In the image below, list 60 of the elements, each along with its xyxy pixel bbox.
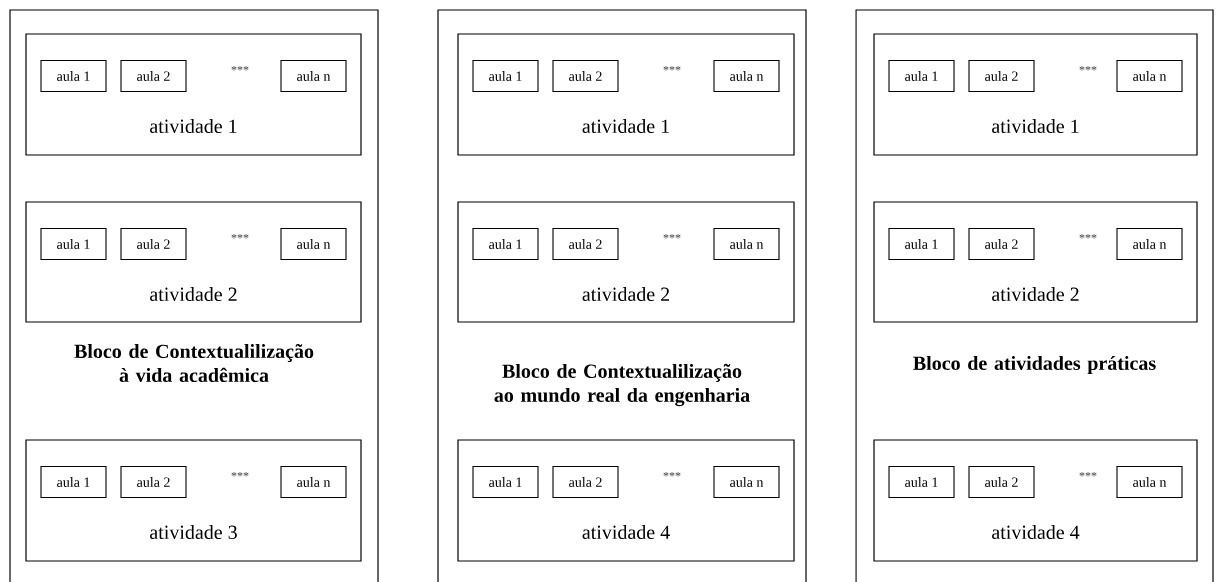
lesson-box: aula 1: [40, 59, 107, 93]
activity-box: [457, 33, 795, 156]
block-frame: [9, 9, 379, 582]
block-heading: Bloco de Contextualilização ao mundo real da engenharia: [494, 363, 750, 407]
lesson-box: aula n: [713, 465, 780, 499]
lesson-box: aula 1: [888, 465, 955, 499]
activity-label: atividade 2: [992, 286, 1079, 302]
lesson-box: aula 2: [552, 59, 619, 93]
block-frame: [437, 9, 807, 582]
lesson-box: aula 1: [888, 59, 955, 93]
ellipsis-mark: ***: [663, 472, 681, 477]
activity-box: [873, 201, 1198, 323]
lesson-box: aula n: [1116, 465, 1183, 499]
activity-label: atividade 4: [992, 524, 1080, 540]
lesson-box: aula 1: [472, 227, 539, 261]
activity-label: atividade 3: [150, 524, 237, 540]
block-frame: [855, 9, 1214, 582]
lesson-box: aula n: [1116, 227, 1183, 261]
ellipsis-mark: ***: [1079, 234, 1097, 239]
lesson-box: aula 2: [552, 227, 619, 261]
lesson-box: aula n: [1116, 59, 1183, 93]
activity-box: [457, 201, 795, 323]
lesson-box: aula 2: [120, 227, 187, 261]
activity-label: atividade 2: [582, 286, 670, 302]
lesson-box: aula 2: [968, 59, 1035, 93]
ellipsis-mark: ***: [1079, 66, 1097, 71]
activity-box: [457, 439, 795, 562]
lesson-box: aula n: [280, 227, 347, 261]
ellipsis-mark: ***: [231, 66, 249, 71]
lesson-box: aula 2: [968, 465, 1035, 499]
block-heading: Bloco de atividades práticas: [913, 355, 1156, 375]
lesson-box: aula 2: [120, 59, 187, 93]
lesson-box: aula 1: [888, 227, 955, 261]
lesson-box: aula n: [280, 59, 347, 93]
lesson-box: aula 2: [120, 465, 187, 499]
activity-label: atividade 2: [150, 286, 237, 302]
lesson-box: aula n: [713, 227, 780, 261]
lesson-box: aula 1: [40, 227, 107, 261]
activity-box: [25, 33, 362, 156]
activity-label: atividade 4: [582, 524, 670, 540]
ellipsis-mark: ***: [231, 234, 249, 239]
lesson-box: aula 1: [40, 465, 107, 499]
lesson-box: aula n: [713, 59, 780, 93]
lesson-box: aula 2: [552, 465, 619, 499]
activity-label: atividade 1: [150, 118, 237, 134]
block-heading: Bloco de Contextualilização à vida acadêmica: [74, 343, 314, 383]
activity-box: [25, 201, 362, 323]
activity-box: [25, 439, 362, 562]
activity-box: [873, 33, 1198, 156]
lesson-box: aula 1: [472, 465, 539, 499]
lesson-box: aula 2: [968, 227, 1035, 261]
ellipsis-mark: ***: [663, 234, 681, 239]
activity-box: [873, 439, 1198, 562]
ellipsis-mark: ***: [663, 66, 681, 71]
ellipsis-mark: ***: [231, 472, 249, 477]
activity-label: atividade 1: [582, 118, 669, 134]
lesson-box: aula 1: [472, 59, 539, 93]
activity-label: atividade 1: [992, 118, 1079, 134]
ellipsis-mark: ***: [1079, 472, 1097, 477]
lesson-box: aula n: [280, 465, 347, 499]
